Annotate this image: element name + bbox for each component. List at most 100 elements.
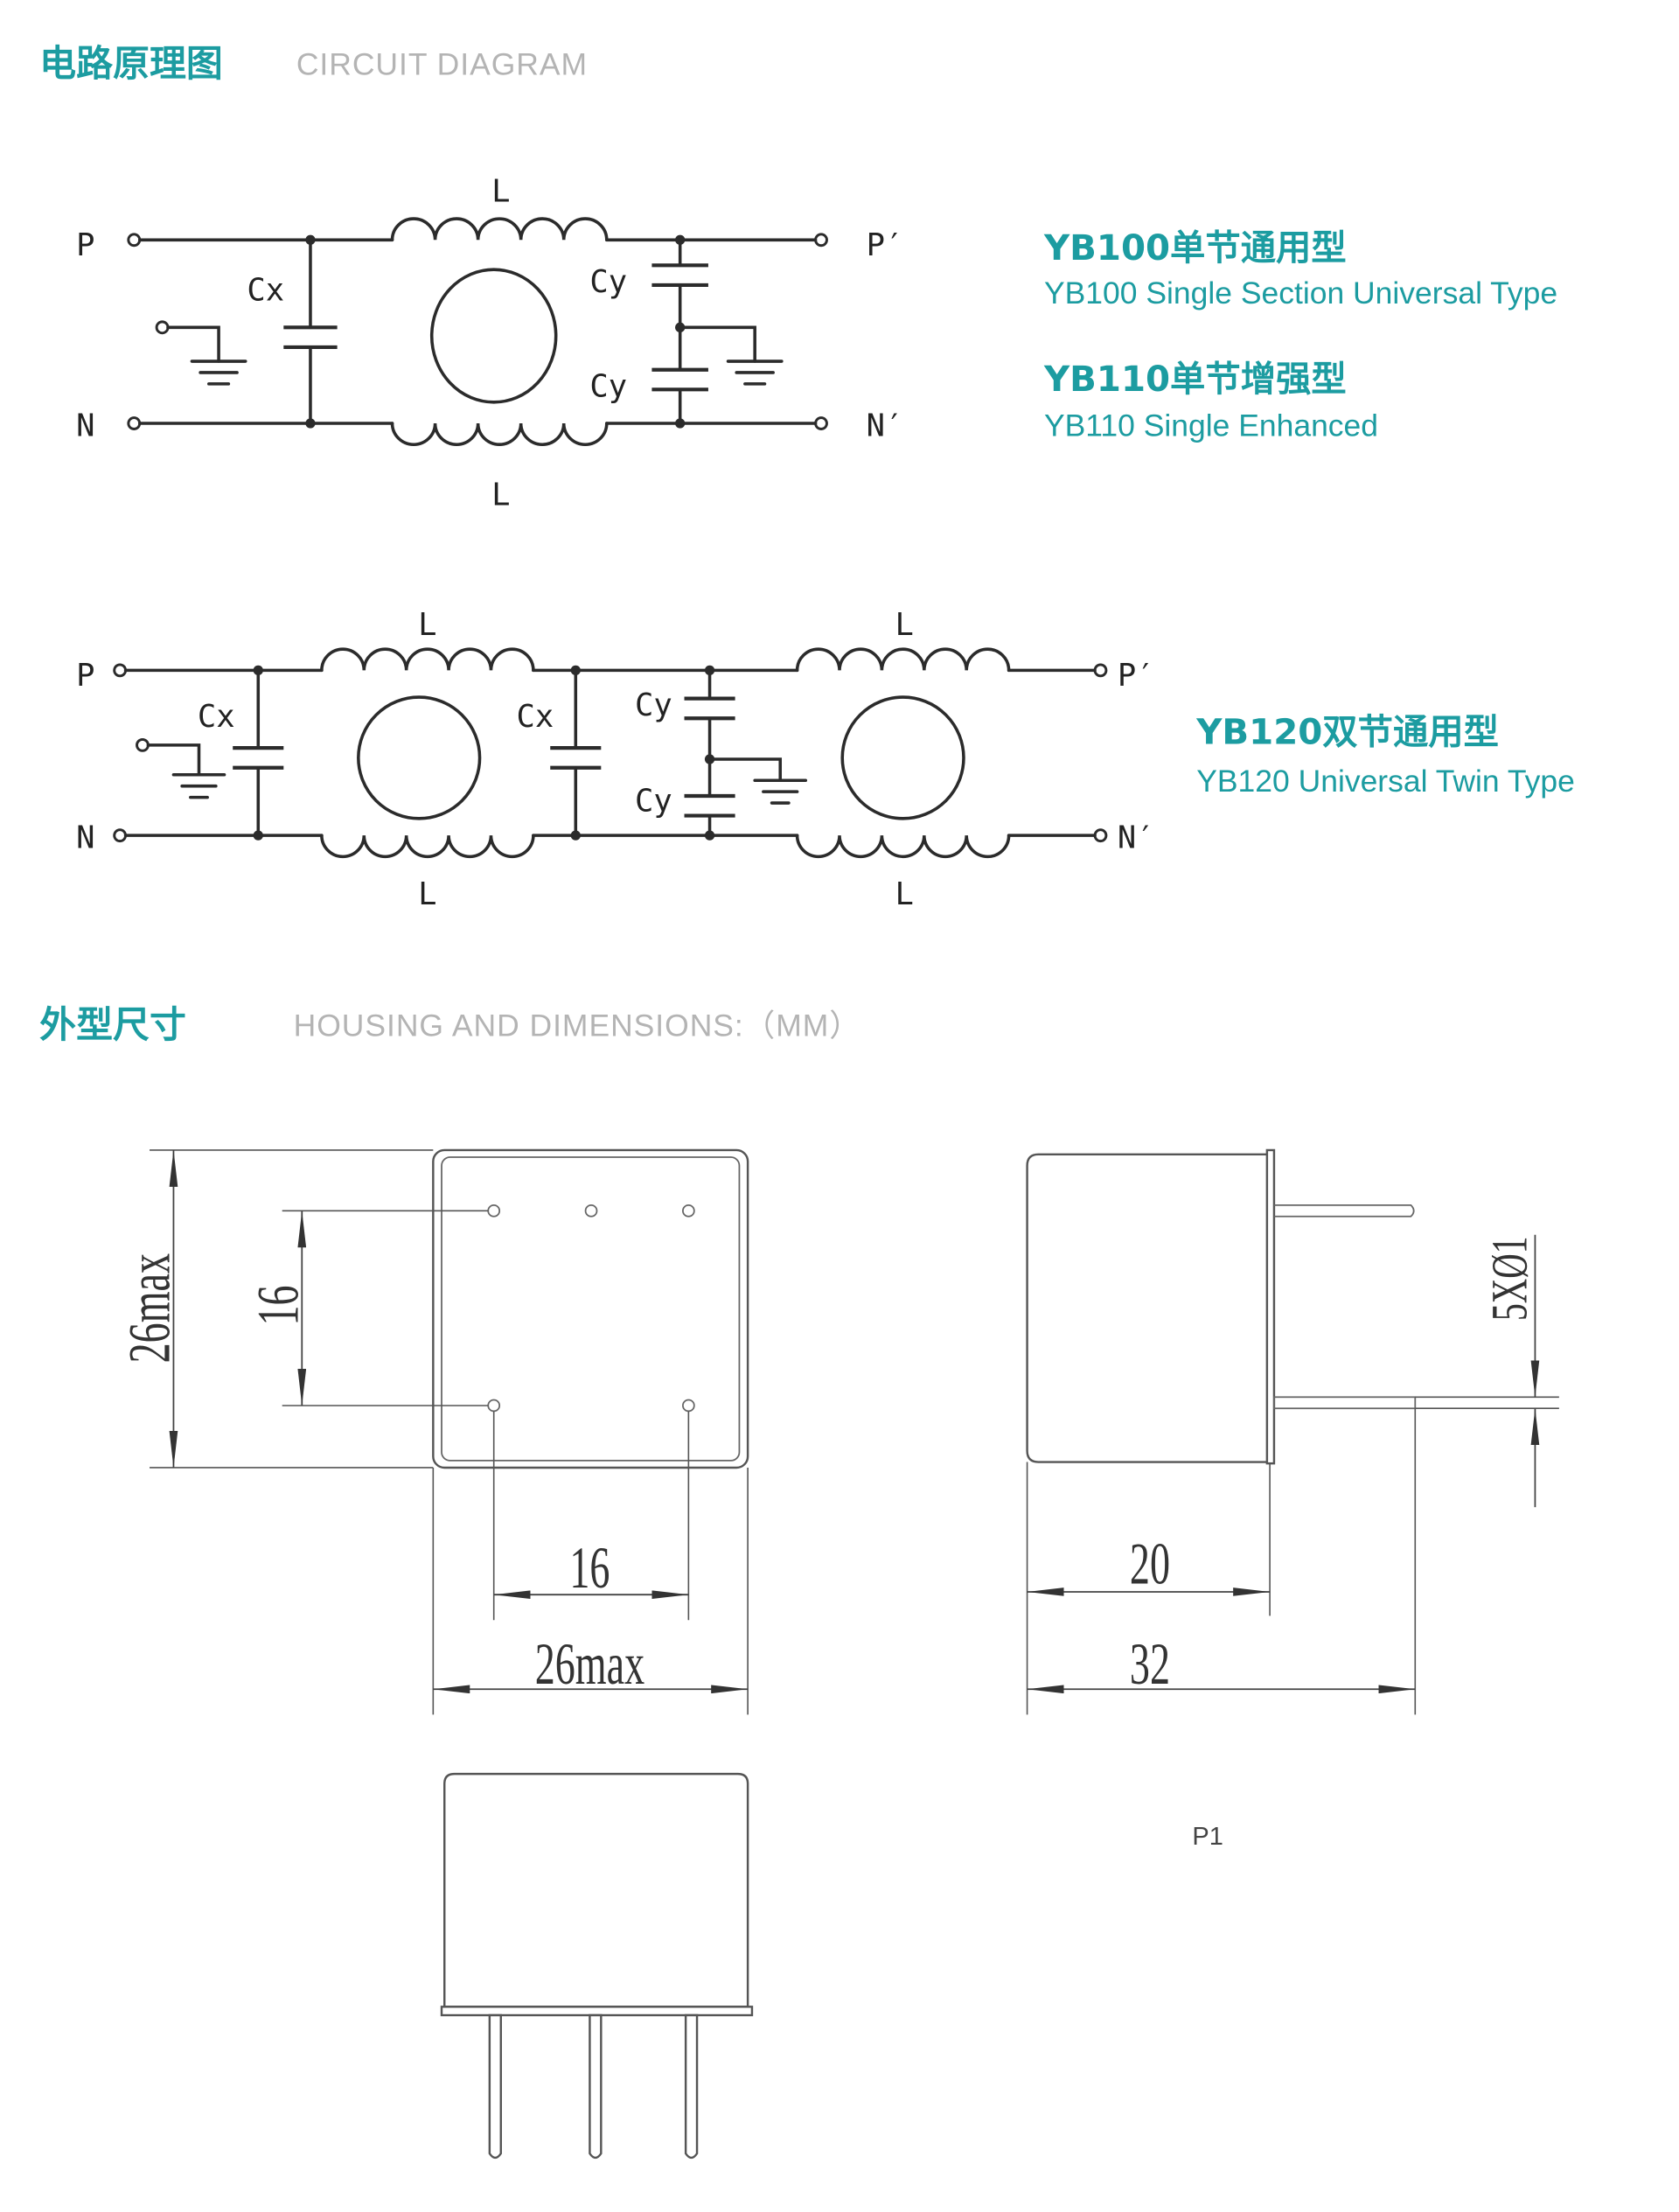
pin-hole: [682, 1204, 695, 1218]
capacitor-cx2: [550, 665, 602, 841]
single-section-circuit: P N P′ N′ L L Cx: [76, 174, 903, 513]
cy-bottom-label: Cy: [635, 784, 672, 820]
inductor-top-label: L: [491, 174, 510, 210]
inductor1-top-label: L: [418, 607, 436, 643]
terminal-n-in: [113, 828, 128, 843]
terminal-label-p-in: P: [76, 658, 94, 694]
ground-lead: [707, 757, 783, 783]
pin-side-bottom: [1273, 1396, 1417, 1410]
housing-section-header: 外型尺寸 HOUSING AND DIMENSIONS:（MM）: [39, 1003, 861, 1046]
single-models: YB100单节通用型 YB100 Single Section Universa…: [1043, 227, 1557, 443]
top-view-drawing: 26max 16 16 26max: [116, 1148, 749, 1715]
terminal-label-n-in: N: [76, 820, 94, 856]
terminal-n-out: [1093, 828, 1108, 843]
housing-body-front: [443, 1772, 749, 2008]
housing-flange-front: [440, 2006, 754, 2017]
junction-dot: [570, 665, 581, 676]
terminal-label-p-out: P′: [1118, 658, 1155, 694]
inductor2-top-coil: [795, 647, 1011, 673]
housing-title-cn: 外型尺寸: [39, 1003, 186, 1046]
ground-lead: [146, 743, 201, 777]
inductor1-bottom-coil: [320, 834, 535, 859]
circuit-title-cn: 电路原理图: [39, 42, 223, 85]
junction-dot: [305, 234, 316, 245]
model-yb120-name: YB120双节通用型: [1195, 711, 1499, 752]
junction-dot: [305, 418, 316, 429]
inductor-core: [429, 268, 558, 404]
circuit-title-en: CIRCUIT DIAGRAM: [296, 47, 588, 82]
ground-lead: [678, 325, 756, 363]
circuit-section-header: 电路原理图 CIRCUIT DIAGRAM: [39, 42, 588, 85]
housing-outline: [432, 1148, 749, 1469]
inductor2-bottom-label: L: [895, 876, 914, 912]
terminal-label-n-in: N: [76, 408, 94, 444]
ground-symbol-right: [707, 757, 808, 805]
terminal-p-in: [127, 233, 142, 248]
housing-title-en: HOUSING AND DIMENSIONS:（MM）: [294, 1008, 861, 1043]
cx1-label: Cx: [198, 699, 235, 735]
model-yb120-desc: YB120 Universal Twin Type: [1196, 764, 1575, 799]
terminal-n-out: [814, 416, 828, 430]
terminal-label-n-out: N′: [1118, 820, 1155, 856]
terminal-label-p-out: P′: [867, 227, 904, 263]
junction-dot: [704, 830, 715, 841]
pin-side-top: [1273, 1204, 1415, 1218]
dimension-pin-diameter-label: 5XØ1: [1481, 1237, 1537, 1322]
inductor1-bottom-label: L: [418, 876, 436, 912]
model-yb110-desc: YB110 Single Enhanced: [1044, 408, 1378, 443]
junction-dot: [253, 665, 263, 676]
housing-body-side: [1026, 1153, 1271, 1463]
terminal-n-in: [127, 416, 142, 430]
inductor-bottom-coil: [390, 422, 609, 446]
ground-symbol-right: [678, 325, 784, 386]
inductor1-top-coil: [320, 647, 535, 673]
terminal-p-in: [113, 663, 128, 678]
ground-symbol-left: [136, 737, 226, 799]
twin-section-circuit: P N P′ N′ L L L L: [76, 607, 1154, 912]
capacitor-cx: [283, 234, 338, 429]
cx-label: Cx: [247, 273, 284, 309]
housing-flange-side: [1265, 1148, 1276, 1465]
ground-lead: [166, 325, 220, 363]
front-view-drawing: [440, 1772, 754, 2160]
pin-front-1: [488, 2013, 502, 2160]
terminal-p-out: [814, 233, 828, 248]
side-view-drawing: 5XØ1 20 32: [1026, 1148, 1559, 1715]
cy-top-label: Cy: [635, 687, 672, 723]
dimension-overall-length-label: 32: [1130, 1630, 1170, 1697]
capacitors-cy: [684, 665, 735, 841]
pin-front-3: [684, 2013, 699, 2160]
inductor1-core: [357, 695, 482, 820]
terminal-label-p-in: P: [76, 227, 94, 263]
dimension-pin-pitch-vertical-label: 16: [245, 1285, 311, 1325]
terminal-label-n-out: N′: [867, 408, 904, 444]
inductor2-core: [840, 695, 965, 820]
junction-dot: [675, 234, 686, 245]
twin-model: YB120双节通用型 YB120 Universal Twin Type: [1195, 711, 1575, 799]
model-yb100-name: YB100单节通用型: [1043, 227, 1347, 269]
dimension-width-label: 26max: [535, 1630, 644, 1697]
model-yb110-name: YB110单节增强型: [1043, 359, 1347, 400]
dimension-pin-pitch-horizontal-label: 16: [569, 1534, 610, 1601]
junction-dot: [570, 830, 581, 841]
page-label: P1: [1192, 1823, 1223, 1851]
dimension-height-label: 26max: [116, 1253, 183, 1363]
inductor-bottom-label: L: [491, 478, 510, 513]
ground-terminal: [136, 737, 150, 752]
junction-dot: [253, 830, 263, 841]
model-yb100-desc: YB100 Single Section Universal Type: [1044, 276, 1557, 311]
inductor-top-coil: [390, 217, 609, 242]
ground-symbol-left: [155, 320, 247, 386]
ground-terminal: [155, 320, 170, 335]
junction-dot: [675, 418, 686, 429]
housing-inner-outline: [441, 1156, 741, 1462]
cy-top-label: Cy: [589, 264, 627, 300]
pin-hole: [584, 1204, 598, 1218]
cx2-label: Cx: [517, 699, 554, 735]
inductor2-top-label: L: [895, 607, 914, 643]
capacitor-cx1: [233, 665, 284, 841]
dimension-body-depth-label: 20: [1130, 1530, 1170, 1596]
capacitors-cy: [651, 234, 708, 429]
junction-dot: [704, 665, 715, 676]
